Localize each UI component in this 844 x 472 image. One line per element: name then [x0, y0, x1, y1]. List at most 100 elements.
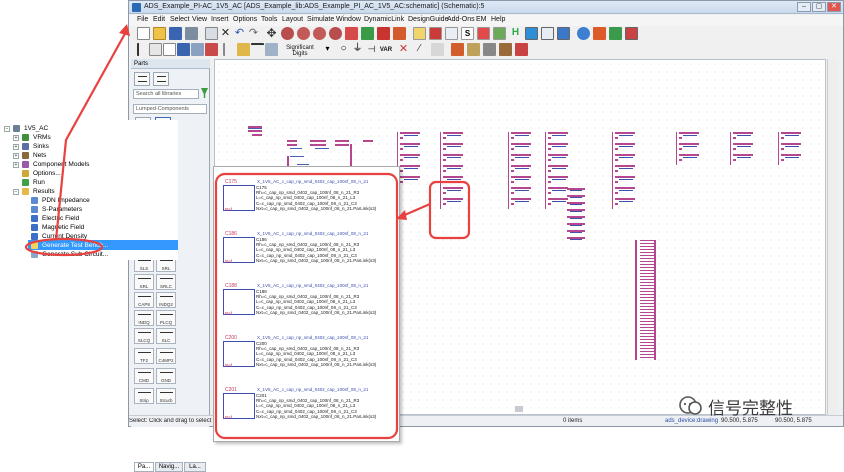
- tool-x-icon[interactable]: [625, 27, 638, 40]
- menu-designguide[interactable]: DesignGuide: [408, 16, 449, 23]
- tab-parts[interactable]: Pa...: [134, 462, 154, 472]
- ground-alt-icon[interactable]: ○: [340, 43, 347, 54]
- menu-em[interactable]: EM: [476, 16, 487, 23]
- datasheet-icon[interactable]: [429, 27, 442, 40]
- part-tile-indq2[interactable]: INDQ2: [156, 292, 176, 308]
- zoom-fit-icon[interactable]: [329, 27, 342, 40]
- save-icon[interactable]: [169, 27, 182, 40]
- part-tile-strip[interactable]: Strip: [134, 388, 154, 404]
- part-tile-srl[interactable]: SRL: [156, 256, 176, 272]
- em-model-icon[interactable]: [541, 27, 554, 40]
- push-into-icon[interactable]: [345, 27, 358, 40]
- menu-tools[interactable]: Tools: [261, 16, 278, 23]
- part-tile-gnd[interactable]: GND: [156, 368, 176, 384]
- tag-icon[interactable]: [191, 43, 204, 56]
- text-icon[interactable]: [499, 43, 512, 56]
- ground-icon[interactable]: ⏚: [352, 43, 363, 54]
- delete-icon[interactable]: ✕: [220, 27, 231, 39]
- parts-history-button[interactable]: [153, 72, 169, 86]
- move-icon[interactable]: ✥: [266, 26, 277, 40]
- s-param-icon[interactable]: S: [461, 27, 474, 40]
- menu-addons[interactable]: Add-Ons: [447, 16, 475, 23]
- part-tile-srlc[interactable]: SRLC: [156, 274, 176, 290]
- part-tile-c4mp2[interactable]: C4MP2: [156, 348, 176, 364]
- significant-digits-label[interactable]: Significant Digits: [286, 45, 314, 57]
- open-icon[interactable]: [153, 27, 166, 40]
- zoom-in-icon[interactable]: [297, 27, 310, 40]
- table-icon[interactable]: [163, 43, 176, 56]
- parts-toolbar-button[interactable]: [134, 72, 150, 86]
- export-icon[interactable]: [609, 27, 622, 40]
- menu-simulate[interactable]: Simulate: [307, 16, 335, 23]
- expand-icon[interactable]: +: [13, 152, 19, 159]
- menu-file[interactable]: File: [137, 16, 149, 23]
- name-icon[interactable]: ⁄: [418, 43, 421, 54]
- grid-icon[interactable]: [467, 43, 480, 56]
- redo-icon[interactable]: ↷: [248, 27, 259, 39]
- expand-icon[interactable]: +: [13, 161, 19, 168]
- netlist-icon[interactable]: [445, 27, 458, 40]
- zoom-out-icon[interactable]: [313, 27, 326, 40]
- menu-options[interactable]: Options: [233, 16, 258, 23]
- collapse-icon[interactable]: −: [13, 188, 19, 195]
- component-library-icon[interactable]: [413, 27, 426, 40]
- inductor-icon[interactable]: [237, 43, 250, 56]
- align-icon[interactable]: [483, 43, 496, 56]
- var-label[interactable]: VAR: [379, 47, 393, 53]
- undo-icon[interactable]: ↶: [234, 27, 245, 39]
- resistor-icon[interactable]: [223, 43, 236, 56]
- menu-layout[interactable]: Layout: [282, 16, 304, 23]
- print-icon[interactable]: [185, 27, 198, 40]
- menu-edit[interactable]: Edit: [153, 16, 166, 23]
- minimize-button[interactable]: –: [797, 2, 811, 12]
- em-setup-icon[interactable]: [525, 27, 538, 40]
- block-x-icon[interactable]: [515, 43, 528, 56]
- part-tile-cap8[interactable]: CAP8: [134, 292, 154, 308]
- tuning-icon[interactable]: [393, 27, 406, 40]
- port-icon[interactable]: [177, 43, 190, 56]
- menu-dynamiclink[interactable]: DynamicLink: [364, 16, 405, 23]
- part-tile-cmd[interactable]: CMD: [134, 368, 154, 384]
- doc-icon[interactable]: [149, 43, 162, 56]
- part-tile-stcurb[interactable]: Stcurb: [156, 388, 176, 404]
- tab-navigator[interactable]: Navig...: [155, 462, 183, 472]
- part-tile-plcq[interactable]: PLCQ: [156, 310, 176, 326]
- em-simulate-icon[interactable]: [557, 27, 570, 40]
- import-icon[interactable]: [593, 27, 606, 40]
- dropdown-icon[interactable]: ▾: [325, 44, 330, 53]
- menu-help[interactable]: Help: [491, 16, 506, 23]
- tab-layers[interactable]: La...: [184, 462, 206, 472]
- generate-icon[interactable]: [493, 27, 506, 40]
- tline-icon[interactable]: [265, 43, 278, 56]
- help-icon[interactable]: [577, 27, 590, 40]
- pop-out-icon[interactable]: [361, 27, 374, 40]
- library-select[interactable]: Lumped-Components: [133, 104, 207, 114]
- h-icon[interactable]: H: [511, 27, 520, 38]
- menu-window[interactable]: Window: [336, 16, 361, 23]
- probe-icon[interactable]: [205, 43, 218, 56]
- maximize-button[interactable]: ▢: [812, 2, 826, 12]
- menu-select[interactable]: Select: [170, 16, 190, 23]
- part-tile-slcq[interactable]: SLCQ: [134, 328, 154, 344]
- menu-view[interactable]: View: [192, 16, 208, 23]
- expand-icon[interactable]: +: [13, 143, 19, 150]
- close-button[interactable]: ✕: [827, 2, 841, 12]
- menu-insert[interactable]: Insert: [211, 16, 229, 23]
- zoom-area-icon[interactable]: [281, 27, 294, 40]
- simulate-icon[interactable]: [377, 27, 390, 40]
- symbol-icon[interactable]: [451, 43, 464, 56]
- parts-search-input[interactable]: Search all libraries: [133, 89, 199, 99]
- vertical-scrollbar[interactable]: [827, 59, 837, 415]
- part-tile-slc[interactable]: SLC: [156, 328, 176, 344]
- capacitor-icon[interactable]: [251, 43, 264, 56]
- expand-icon[interactable]: +: [13, 134, 19, 141]
- wire-icon[interactable]: ✕: [398, 43, 409, 55]
- layout-icon[interactable]: [477, 27, 490, 40]
- collapse-icon[interactable]: −: [4, 125, 10, 132]
- new-icon[interactable]: [137, 27, 150, 40]
